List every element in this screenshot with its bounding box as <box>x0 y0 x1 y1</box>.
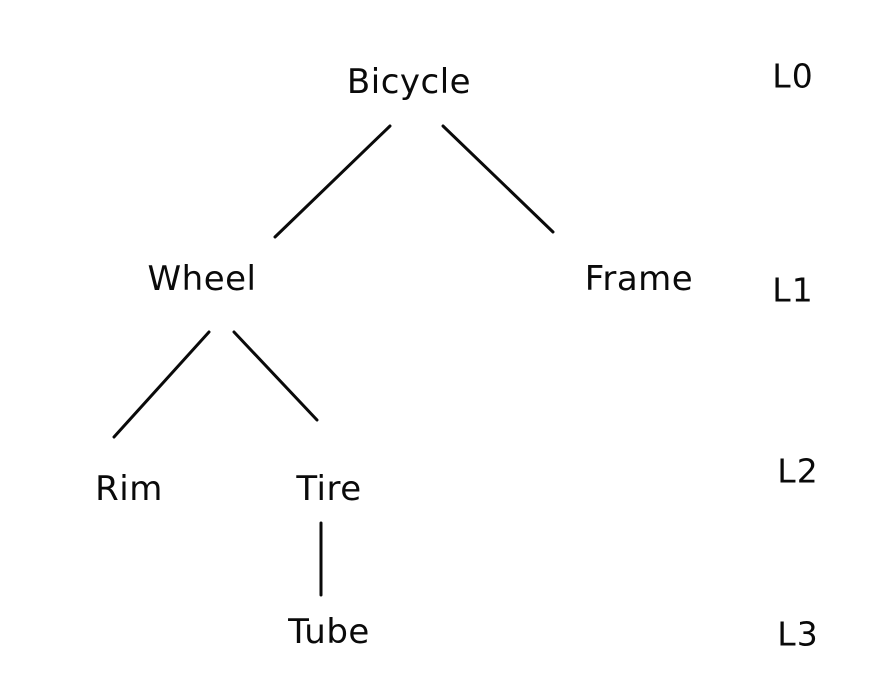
level-label-l2: L2 <box>777 451 819 491</box>
node-rim: Rim <box>95 469 163 509</box>
level-label-l0: L0 <box>772 56 814 96</box>
level-label-l3: L3 <box>777 614 819 654</box>
edge-bicycle-wheel <box>273 124 392 239</box>
edge-wheel-tire <box>232 330 319 422</box>
level-label-l1: L1 <box>772 270 814 310</box>
node-bicycle: Bicycle <box>346 62 472 102</box>
edge-wheel-rim <box>112 330 211 439</box>
edge-bicycle-frame <box>441 124 555 234</box>
node-frame: Frame <box>584 259 694 299</box>
node-tube: Tube <box>288 612 370 652</box>
node-tire: Tire <box>296 469 362 509</box>
node-wheel: Wheel <box>147 259 257 299</box>
